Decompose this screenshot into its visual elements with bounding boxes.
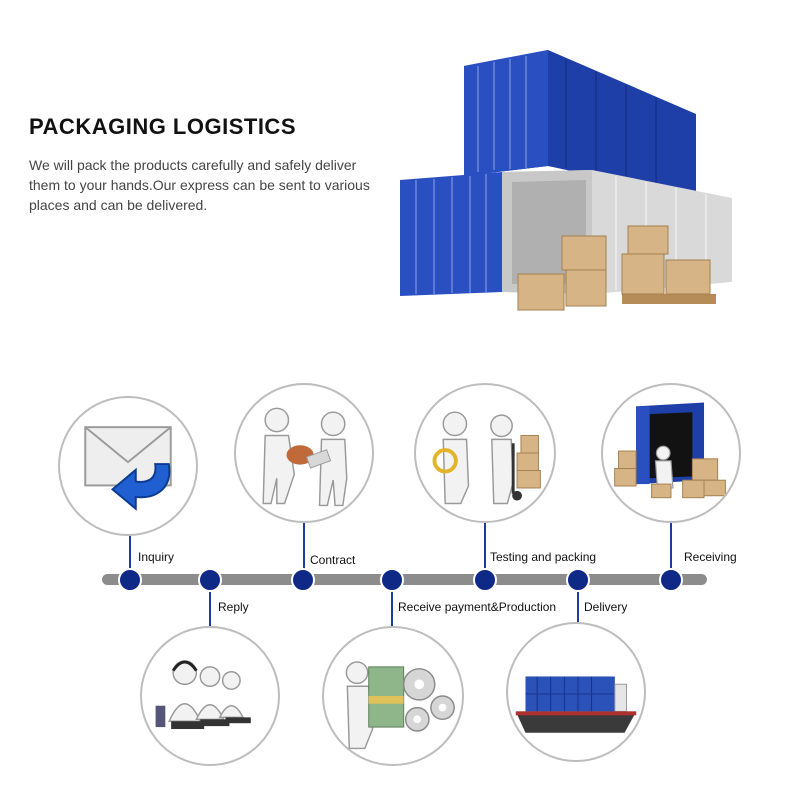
step-dot-delivery xyxy=(566,568,590,592)
page-title: PACKAGING LOGISTICS xyxy=(29,114,296,139)
envelope-icon xyxy=(84,426,172,511)
step-dot-inquiry xyxy=(118,568,142,592)
step-inquiry-illustration xyxy=(58,396,198,536)
step-dot-reply xyxy=(198,568,222,592)
customer-service-icon xyxy=(155,660,251,730)
step-dot-production xyxy=(380,568,404,592)
step-label-inquiry: Inquiry xyxy=(138,550,175,564)
cargo-ship-icon xyxy=(515,676,637,733)
step-label-contract: Contract xyxy=(310,553,356,567)
intro-text: We will pack the products carefully and … xyxy=(29,157,370,213)
step-dot-testing xyxy=(473,568,497,592)
step-testing-illustration xyxy=(414,383,556,523)
step-delivery-illustration xyxy=(506,622,646,762)
step-receiving-illustration xyxy=(601,383,741,523)
step-contract-illustration xyxy=(234,383,374,523)
container-unloading-icon xyxy=(614,402,726,499)
step-production-illustration xyxy=(322,626,464,766)
step-dot-receiving xyxy=(659,568,683,592)
money-gears-icon xyxy=(345,661,455,750)
step-label-receiving: Receiving xyxy=(684,550,737,564)
handshake-icon xyxy=(262,407,348,507)
step-dot-contract xyxy=(291,568,315,592)
inspection-icon xyxy=(432,411,541,505)
step-label-delivery: Delivery xyxy=(584,600,628,614)
shipping-containers-image xyxy=(400,50,732,311)
step-reply-illustration xyxy=(140,626,280,766)
step-label-testing: Testing and packing xyxy=(490,550,597,564)
process-timeline-bar xyxy=(102,574,707,585)
step-label-reply: Reply xyxy=(218,600,249,614)
step-label-production: Receive payment&Production xyxy=(398,600,557,614)
